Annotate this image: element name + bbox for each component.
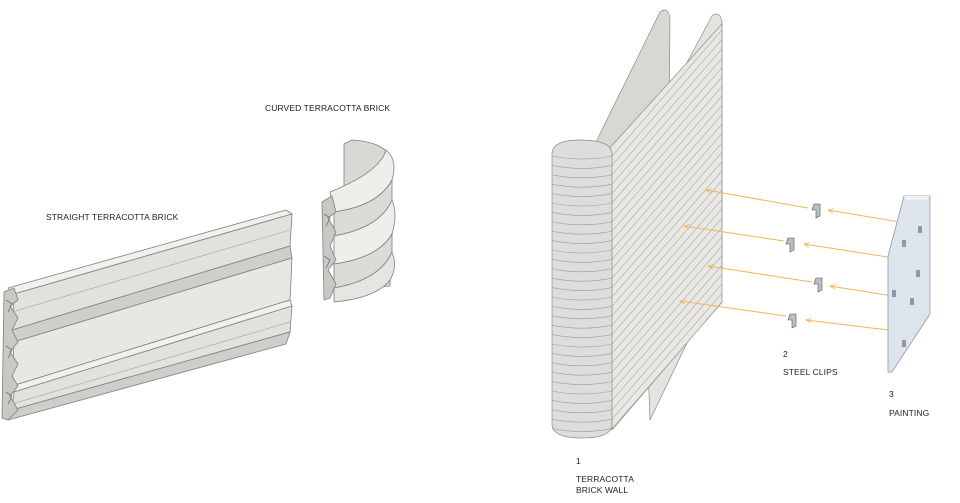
wall-front-course [551, 287, 613, 291]
wall-front-course [551, 409, 613, 414]
wall-front-course [551, 296, 613, 301]
wall-side-course [611, 39, 723, 166]
wall-front-course [551, 353, 613, 357]
wall-label-line2: BRICK WALL [576, 485, 629, 495]
straight-terracotta-brick-icon [1, 209, 293, 421]
painting-number: 3 [889, 389, 894, 399]
wall-front-course [551, 183, 613, 188]
wall-side-course [611, 227, 723, 354]
curved-terracotta-brick-icon [321, 139, 396, 303]
painting-panel-icon [887, 195, 931, 373]
wall-side-course [611, 29, 723, 157]
wall-side-course [611, 236, 723, 363]
curved-brick-label: CURVED TERRACOTTA BRICK [265, 103, 391, 113]
wall-side-course [611, 142, 723, 269]
wall-front-course [551, 174, 613, 179]
wall-side-course [611, 123, 723, 251]
wall-front-course [551, 362, 613, 367]
wall-front-course [551, 165, 613, 169]
wall-front-course [551, 343, 613, 348]
wall-side-course [611, 161, 723, 288]
assembly-arrows [680, 190, 901, 331]
wall-front-course [551, 249, 613, 254]
wall-front-course [551, 259, 613, 263]
wall-side-course [611, 189, 723, 316]
wall-front-course [551, 381, 613, 385]
clips-label: STEEL CLIPS [783, 367, 838, 377]
wall-front-course [551, 240, 613, 244]
wall-side-course [611, 105, 723, 232]
wall-front-course [551, 155, 613, 160]
wall-front-course [551, 268, 613, 273]
wall-side-course [611, 152, 723, 279]
wall-side-course [611, 86, 723, 213]
wall-front-course [551, 277, 613, 282]
wall-side-course [611, 95, 723, 222]
wall-front-course [551, 428, 613, 432]
steel-clip-icon [785, 203, 823, 329]
wall-front-course [551, 418, 613, 423]
wall-front-course [551, 334, 613, 338]
wall-side-course [611, 199, 723, 326]
wall-side-course [611, 114, 723, 241]
wall-front-course [551, 212, 613, 216]
clips-number: 2 [783, 349, 788, 359]
wall-front-course [551, 202, 613, 207]
wall-side-course [611, 58, 723, 185]
wall-side-course [611, 133, 723, 260]
wall-front-course [551, 400, 613, 404]
terracotta-wall-icon [551, 9, 723, 439]
wall-label-line1: TERRACOTTA [576, 474, 634, 484]
wall-front-course [551, 221, 613, 226]
wall-front-course [551, 193, 613, 197]
wall-side-course [611, 48, 723, 175]
wall-side-course [611, 180, 723, 307]
wall-side-course [611, 208, 723, 335]
wall-front-course [551, 371, 613, 376]
wall-number: 1 [576, 456, 581, 466]
wall-front-course [551, 324, 613, 329]
wall-side-course [611, 217, 723, 345]
wall-side-course [611, 274, 723, 401]
wall-front-course [551, 230, 613, 235]
wall-side-course [611, 264, 723, 392]
wall-side-course [611, 67, 723, 194]
wall-side-course [611, 76, 723, 204]
wall-side-course [611, 246, 723, 373]
wall-front-course [551, 306, 613, 310]
wall-side-course [611, 170, 723, 298]
wall-side-course [611, 293, 723, 420]
straight-brick-label: STRAIGHT TERRACOTTA BRICK [46, 212, 179, 222]
wall-side-course [611, 255, 723, 382]
wall-side-course [611, 302, 723, 429]
wall-front-course [551, 390, 613, 395]
painting-label: PAINTING [889, 408, 930, 418]
wall-front-course [551, 315, 613, 320]
